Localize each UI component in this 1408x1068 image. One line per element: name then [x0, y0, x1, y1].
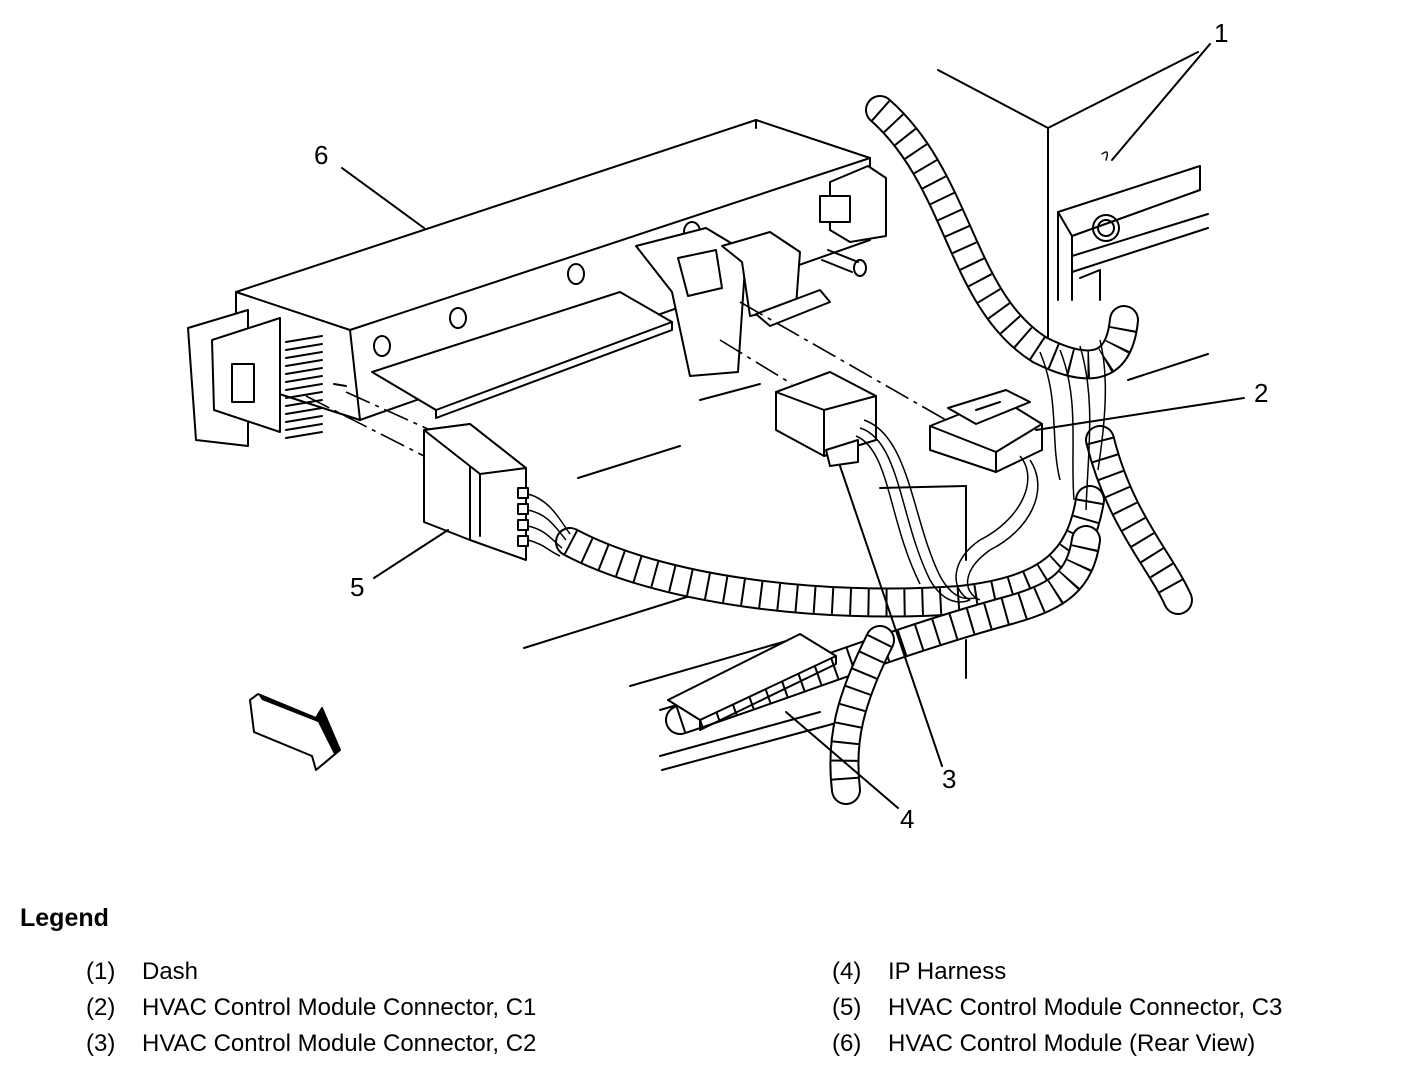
front-arrow-icon [249, 693, 341, 771]
connector-c2 [775, 371, 877, 467]
legend-item-connector-c1: (2) HVAC Control Module Connector, C1 [86, 994, 536, 1022]
connector-c1 [929, 389, 1043, 473]
legend: Legend (1) Dash (2) HVAC Control Module Co… [20, 904, 1400, 1064]
legend-item-text: HVAC Control Module (Rear View) [888, 1030, 1256, 1057]
heat-sink-fins [285, 335, 323, 439]
legend-title: Legend [20, 904, 109, 932]
legend-item-text: HVAC Control Module Connector, C2 [142, 1030, 537, 1057]
hvac-control-module [187, 119, 887, 447]
legend-item-dash: (1) Dash [86, 958, 198, 986]
alignment-lines [305, 301, 947, 457]
legend-item-number: (2) [86, 994, 116, 1021]
legend-item-number: (5) [832, 994, 862, 1021]
connector-c3 [423, 423, 529, 561]
legend-item-control-module: (6) HVAC Control Module (Rear View) [832, 1030, 1255, 1058]
legend-item-number: (1) [86, 958, 116, 985]
callout-1: 1 [1214, 18, 1228, 48]
callout-4: 4 [900, 804, 914, 834]
hvac-connector-diagram: 1 2 3 4 5 6 [187, 18, 1268, 834]
legend-item-ip-harness: (4) IP Harness [832, 958, 1006, 986]
legend-item-number: (4) [832, 958, 862, 985]
trim-strip [667, 633, 837, 731]
callout-6: 6 [314, 140, 328, 170]
wiring-harness [527, 95, 1193, 805]
legend-item-connector-c2: (3) HVAC Control Module Connector, C2 [86, 1030, 536, 1058]
callout-5: 5 [350, 572, 364, 602]
legend-item-text: Dash [142, 958, 199, 985]
legend-item-text: HVAC Control Module Connector, C1 [142, 994, 537, 1021]
legend-item-number: (3) [86, 1030, 116, 1057]
legend-item-text: IP Harness [888, 958, 1007, 985]
callout-2: 2 [1254, 378, 1268, 408]
legend-item-number: (6) [832, 1030, 862, 1057]
callout-3: 3 [942, 764, 956, 794]
legend-item-text: HVAC Control Module Connector, C3 [888, 994, 1283, 1021]
legend-item-connector-c3: (5) HVAC Control Module Connector, C3 [832, 994, 1282, 1022]
dash-panel [937, 51, 1209, 381]
leader-lines [341, 43, 1245, 809]
